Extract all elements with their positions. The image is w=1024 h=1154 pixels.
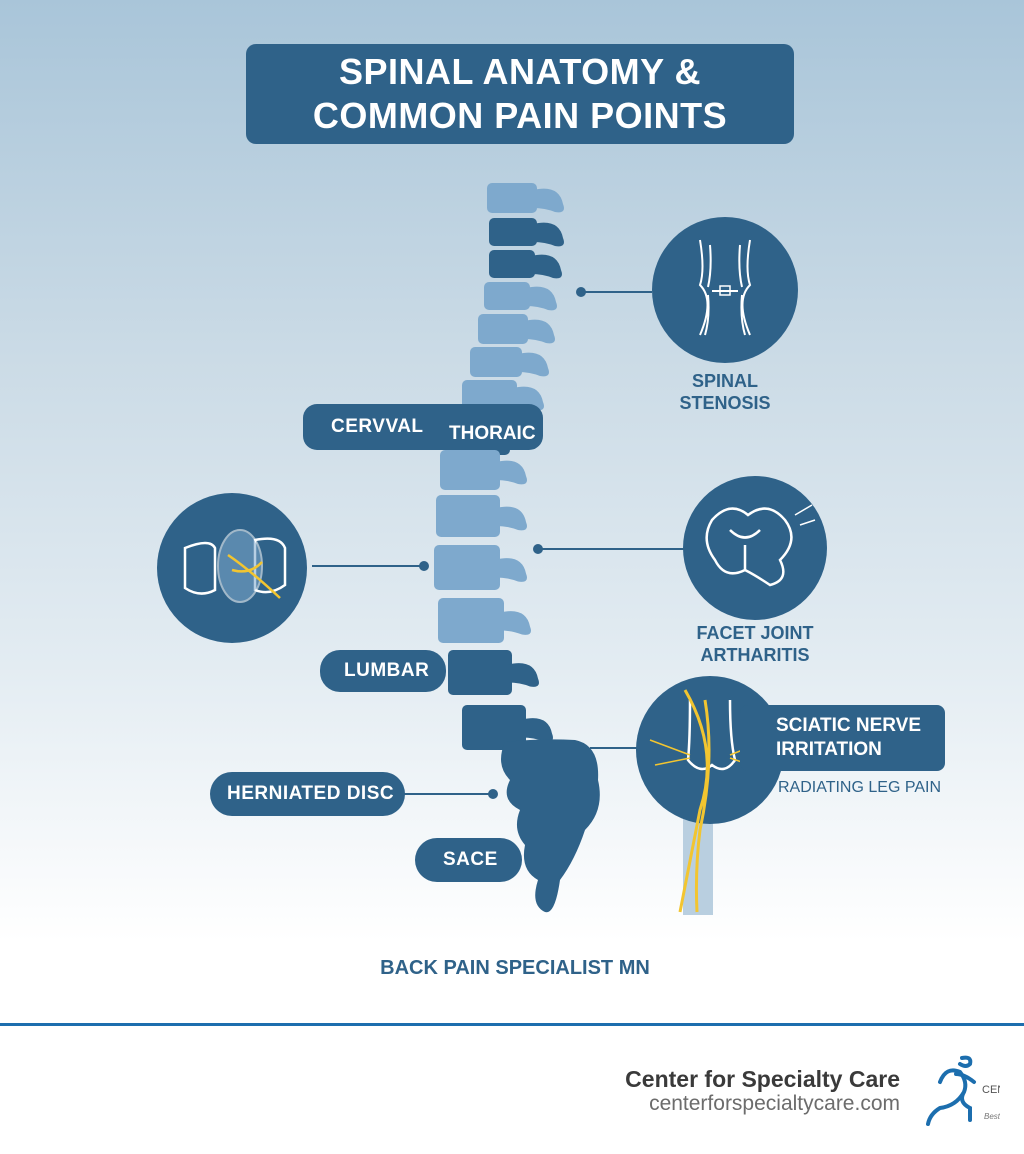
sciatic-line1: SCIATIC NERVE	[776, 715, 921, 736]
stenosis-line1: SPINAL	[691, 371, 758, 391]
footer-divider	[0, 1023, 1024, 1026]
runner-logo-icon	[926, 1055, 976, 1126]
sciatic-label: SCIATIC NERVE IRRITATION	[740, 705, 945, 771]
herniated-text: HERNIATED DISC	[227, 783, 395, 804]
sacrum-text: SACE	[443, 849, 498, 870]
spinous-process	[533, 188, 564, 213]
cervical-label: CERVVAL	[303, 404, 543, 450]
connector-dot	[533, 544, 543, 554]
vertebra	[489, 218, 537, 246]
vertebra	[462, 705, 526, 750]
spinous-process	[500, 611, 531, 635]
cervical-text: CERVVAL	[331, 416, 424, 437]
vertebra	[478, 314, 528, 344]
herniated-disc-icon	[157, 493, 307, 643]
connector-dot	[488, 789, 498, 799]
vertebra	[487, 183, 537, 213]
vertebra	[484, 282, 530, 310]
footer-url[interactable]: centerforspecialtycare.com	[649, 1092, 900, 1115]
thoracic-label: THORAIC	[449, 423, 536, 444]
spinous-process	[496, 506, 527, 531]
spinous-process	[533, 222, 564, 247]
connector-dot	[576, 287, 586, 297]
title-line-2: COMMON PAIN POINTS	[312, 95, 728, 136]
facet-line1: FACET JOINT	[696, 623, 814, 643]
footer-logo: CEN Best	[920, 1052, 1000, 1132]
vertebra	[440, 450, 500, 490]
sciatic-sub: RADIATING LEG PAIN	[778, 779, 941, 796]
spinous-process	[518, 352, 549, 377]
vertebra	[436, 495, 500, 537]
vertebra	[470, 347, 522, 377]
lumbar-label: LUMBAR	[320, 650, 446, 692]
sciatic-line2: IRRITATION	[776, 739, 882, 760]
vertebra	[489, 250, 535, 278]
spinous-process	[531, 254, 562, 279]
vertebra	[434, 545, 500, 590]
footer-name: Center for Specialty Care	[625, 1066, 900, 1092]
spinous-process	[522, 718, 553, 742]
spinous-process	[526, 286, 557, 311]
title-line-1: SPINAL ANATOMY &	[338, 51, 702, 92]
sacrum	[501, 739, 600, 913]
subtitle: BACK PAIN SPECIALIST MN	[380, 957, 650, 979]
knee-joint-icon	[652, 217, 798, 363]
spinous-process	[496, 558, 527, 582]
vertebra	[448, 650, 512, 695]
page-title: SPINAL ANATOMY & COMMON PAIN POINTS	[246, 44, 794, 144]
connector-dot	[419, 561, 429, 571]
spinous-process	[496, 460, 527, 485]
facet-line2: ARTHARITIS	[700, 645, 810, 665]
spinous-process	[524, 319, 555, 344]
herniated-disc-label: HERNIATED DISC	[210, 772, 405, 816]
stenosis-line2: STENOSIS	[679, 393, 771, 413]
vertebra	[438, 598, 504, 643]
spinous-process	[508, 663, 539, 687]
logo-text: CEN	[982, 1084, 1000, 1096]
sacrum-label: SACE	[415, 838, 522, 882]
logo-sub: Best	[984, 1112, 1000, 1121]
lumbar-text: LUMBAR	[344, 660, 430, 681]
facet-joint-icon	[683, 476, 827, 620]
